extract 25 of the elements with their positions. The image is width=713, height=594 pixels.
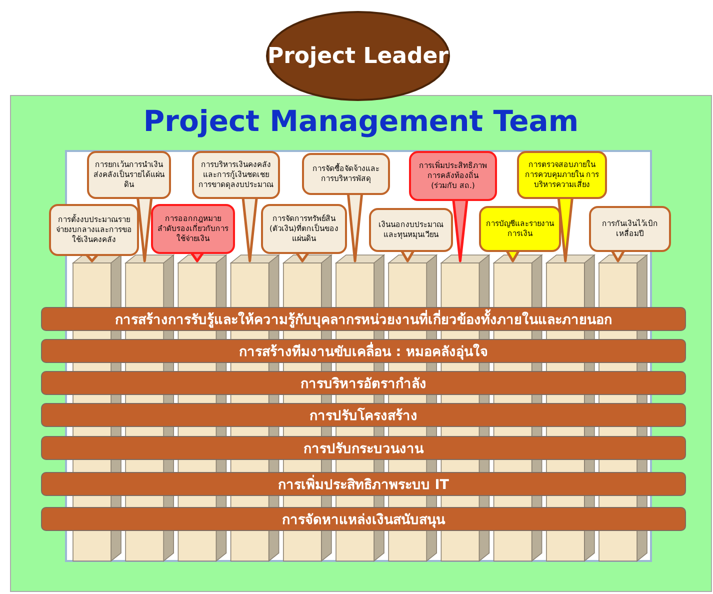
band-text: การปรับกระบวนงาน [304,440,424,459]
strategy-band [41,507,686,531]
speech-bubble [87,151,171,199]
strategy-band [41,371,686,395]
band-text: การจัดหาแหล่งเงินสนับสนุน [282,511,445,530]
strategy-band [41,403,686,427]
speech-bubble [409,151,497,201]
speech-bubble [589,206,671,252]
speech-bubble [151,204,235,254]
band-text: การเพิ่มประสิทธิภาพระบบ IT [278,473,449,495]
speech-bubble [192,151,280,199]
strategy-band [41,339,686,363]
strategy-band [41,436,686,460]
team-frame [10,95,712,592]
speech-bubble [517,151,607,199]
leader-title: Project Leader [267,44,449,68]
strategy-band [41,307,686,331]
band-text: การปรับโครงสร้าง [310,406,418,426]
speech-bubble [302,153,390,195]
band-text: การสร้างทีมงานขับเคลื่อน : หมอคลังอุ่นใจ [239,340,488,362]
strategy-band [41,472,686,496]
band-text: การสร้างการรับรู้และให้ความรู้กับบุคลากรหน่วยงานที่เกี่ยวข้องทั้งภายในและภายนอก [115,308,612,330]
speech-bubble [369,208,453,252]
band-text: การบริหารอัตรากำลัง [300,375,426,394]
team-title: Project Management Team [142,104,580,138]
